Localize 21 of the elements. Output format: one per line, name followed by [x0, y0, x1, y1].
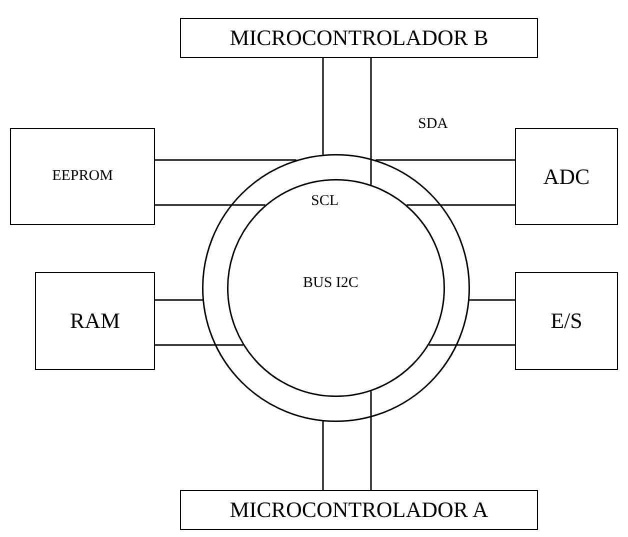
line-label: SCL	[311, 193, 339, 210]
bus-line	[428, 344, 515, 346]
bus-line	[155, 159, 296, 161]
device-box: MICROCONTROLADOR B	[180, 18, 538, 58]
device-box: E/S	[515, 272, 618, 370]
bus-line	[370, 391, 372, 490]
bus-line	[322, 58, 324, 155]
bus-line	[155, 204, 266, 206]
bus-line	[155, 299, 203, 301]
signal-label: SDA	[418, 116, 448, 133]
bus-line	[322, 421, 324, 490]
bus-line	[469, 299, 515, 301]
device-box: EEPROM	[10, 128, 155, 225]
bus-line	[155, 344, 244, 346]
bus-label: BUS I2C	[303, 275, 358, 292]
bus-line	[376, 159, 515, 161]
device-box: ADC	[515, 128, 618, 225]
device-box: MICROCONTROLADOR A	[180, 490, 538, 530]
device-box: RAM	[35, 272, 155, 370]
bus-line	[406, 204, 515, 206]
bus-line	[370, 58, 372, 185]
